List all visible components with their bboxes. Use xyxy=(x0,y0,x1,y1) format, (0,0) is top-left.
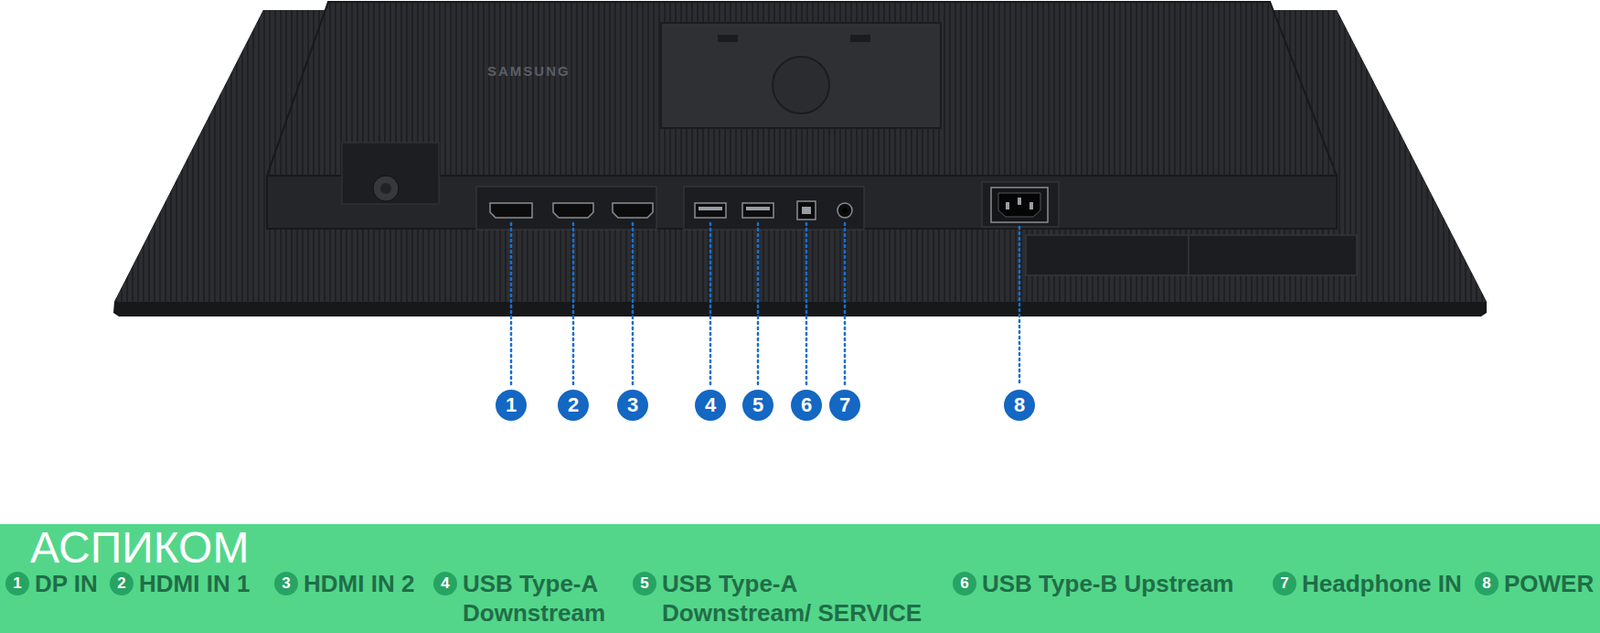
callout-digit: 3 xyxy=(627,394,639,416)
power-pin xyxy=(1005,202,1010,210)
headphone-jack xyxy=(837,202,853,218)
legend-number: 7 xyxy=(1272,571,1297,596)
joystick xyxy=(373,175,399,202)
callout-digit: 1 xyxy=(505,394,517,416)
callout-number: 8 xyxy=(1003,389,1035,421)
mount-hub xyxy=(772,56,830,114)
mount-slot xyxy=(850,34,871,43)
callout-digit: 4 xyxy=(440,575,449,592)
leader-line xyxy=(631,223,635,385)
power-pin xyxy=(1017,197,1022,205)
callout-digit: 8 xyxy=(1482,575,1491,592)
jack-hole xyxy=(842,207,848,214)
leader-line xyxy=(1018,226,1022,385)
dp-port xyxy=(490,202,533,218)
stand-plate xyxy=(1025,234,1357,276)
callout-number: 7 xyxy=(829,389,861,421)
callout-number: 3 xyxy=(617,389,649,421)
hdmi-port xyxy=(553,202,594,218)
callout-number: 6 xyxy=(790,389,822,421)
callout-number: 5 xyxy=(742,389,774,421)
joystick-cap xyxy=(380,182,392,194)
callout-digit: 2 xyxy=(117,575,126,592)
callout-digit: 8 xyxy=(1013,394,1025,416)
stand-seam xyxy=(1187,234,1190,276)
port-name: HDMI IN 2 xyxy=(303,568,415,598)
leader-line xyxy=(805,223,809,385)
callout-number: 2 xyxy=(557,389,589,421)
usb-tongue xyxy=(746,206,770,211)
callout-digit: 5 xyxy=(752,394,764,416)
usb-tongue xyxy=(698,206,723,211)
callout-digit: 7 xyxy=(839,394,851,416)
callout-digit: 1 xyxy=(12,575,22,592)
leader-line xyxy=(757,223,760,385)
legend-number: 5 xyxy=(632,571,657,596)
usb-a-port xyxy=(742,202,774,218)
callout-number: 1 xyxy=(495,389,527,421)
legend-number: 4 xyxy=(433,571,458,596)
port-name: POWER xyxy=(1504,568,1594,598)
legend-number: 3 xyxy=(274,571,299,596)
callout-number: 4 xyxy=(694,389,726,421)
port-name: USB Type-A Downstream/ SERVICE xyxy=(661,568,937,628)
callout-digit: 6 xyxy=(800,394,812,416)
port-name: USB Type-B Upstream xyxy=(981,568,1234,598)
leader-lines xyxy=(511,223,1020,385)
leader-line xyxy=(843,223,847,385)
joystick-housing xyxy=(341,142,439,204)
hdmi-port xyxy=(612,202,653,218)
legend-number: 6 xyxy=(952,571,977,596)
callout-digit: 2 xyxy=(567,394,579,416)
callout-digit: 6 xyxy=(960,575,969,592)
legend-number: 1 xyxy=(5,571,30,596)
power-socket-inner xyxy=(998,192,1041,217)
port-name: USB Type-A Downstream xyxy=(462,568,614,628)
callout-digit: 4 xyxy=(704,394,716,416)
callout-digit: 5 xyxy=(640,575,649,592)
watermark: АСПИКОМ xyxy=(30,524,249,571)
usb-b-pin xyxy=(801,206,811,214)
usb-b-port xyxy=(797,201,816,220)
vesa-recess xyxy=(661,22,941,128)
power-pin xyxy=(1029,202,1034,210)
legend-number: 2 xyxy=(109,571,134,596)
callout-digit: 7 xyxy=(1280,575,1289,592)
power-socket xyxy=(991,187,1048,223)
port-name: Headphone IN xyxy=(1301,568,1462,598)
port-group xyxy=(476,186,657,230)
leader-line xyxy=(510,223,513,385)
leader-line xyxy=(709,223,713,385)
legend-number: 8 xyxy=(1474,571,1499,596)
leader-line xyxy=(572,223,576,385)
brand-logo: SAMSUNG xyxy=(487,64,571,79)
port-name: DP IN xyxy=(34,568,98,598)
mount-slot xyxy=(717,34,738,43)
callout-digit: 3 xyxy=(281,575,290,592)
port-name: HDMI IN 1 xyxy=(138,568,250,598)
port-group xyxy=(981,181,1059,227)
usb-a-port xyxy=(694,202,726,218)
